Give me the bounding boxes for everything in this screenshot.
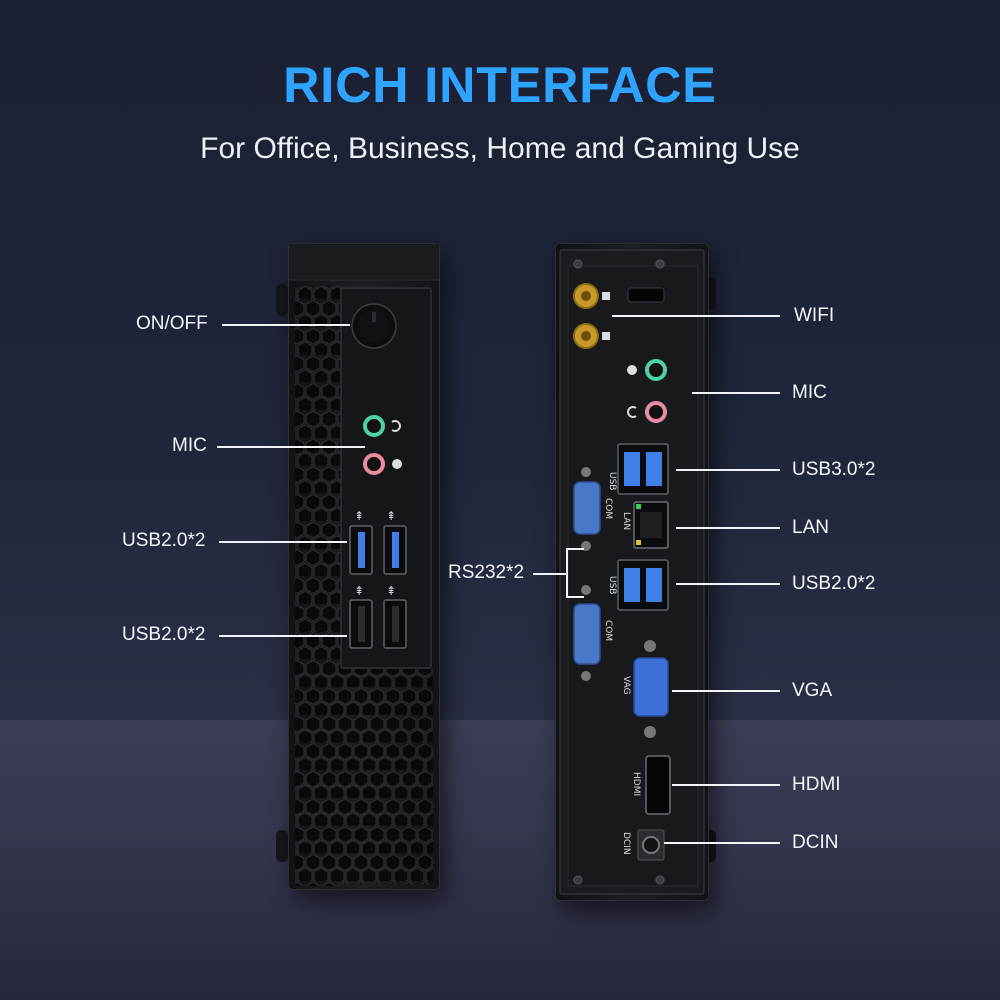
usb-print-bottom: USB [607,576,617,594]
svg-text:⇞: ⇞ [354,509,364,523]
label-front-mic: MIC [172,435,207,456]
label-on-off: ON/OFF [136,313,208,334]
usb-print-top: USB [607,472,617,490]
vga-print: VAG [621,676,631,695]
label-hdmi: HDMI [792,774,841,795]
lan-port-icon [633,501,669,549]
svg-text:⇞: ⇞ [386,584,396,598]
hdmi-port-icon [645,755,671,815]
label-rear-mic: MIC [792,382,827,403]
usb2-port-icon [349,599,407,649]
label-front-usb-a: USB2.0*2 [122,530,206,551]
leader-line-usb3 [676,469,780,471]
label-front-usb-b: USB2.0*2 [122,624,206,645]
dcin-print: DCIN [621,832,631,855]
label-usb3: USB3.0*2 [792,459,876,480]
leader-line-wifi [612,315,780,317]
usb2-port-icon [617,559,669,611]
com-print-1: COM [603,498,613,519]
leader-line-rear-usb2 [676,583,780,585]
svg-text:⇞: ⇞ [386,509,396,523]
leader-bracket-bottom [566,596,584,598]
front-panel-art [289,244,439,886]
usb3-port-icon [617,443,669,495]
usb3-port-icon [349,525,407,575]
leader-line-vga [672,690,780,692]
leader-line-on-off [222,324,350,326]
dc-power-jack-icon [637,829,665,861]
leader-line-dcin [664,842,780,844]
lan-print: LAN [621,512,631,530]
hdmi-print: HDMI [631,772,641,796]
label-dcin: DCIN [792,832,839,853]
serial-port-icon [573,585,601,681]
power-button-icon [351,303,397,349]
serial-port-icon [573,467,601,551]
vga-port-icon [633,640,669,738]
floor-surface [0,720,1000,1000]
label-wifi: WIFI [794,305,835,326]
headline: RICH INTERFACE [0,56,1000,114]
audio-jack-icon [627,359,667,423]
rear-ports: USB LAN COM USB COM VAG HDMI [573,283,671,861]
leader-line-rs232 [533,573,567,575]
label-vga: VGA [792,680,833,701]
label-rs232: RS232*2 [448,562,525,583]
usb-symbol-icon: ⇞ ⇞ ⇞ ⇞ [354,509,396,598]
front-device-foot [276,284,288,316]
leader-line-hdmi [672,784,780,786]
leader-line-rear-mic [692,392,780,394]
front-device-foot [276,830,288,862]
front-ports: ⇞ ⇞ ⇞ ⇞ [349,303,407,649]
svg-text:⇞: ⇞ [354,584,364,598]
subheadline: For Office, Business, Home and Gaming Us… [200,132,800,165]
lock-slot-icon [627,287,665,303]
leader-line-front-usb-b [219,635,347,637]
leader-line-lan [676,527,780,529]
leader-bracket-rs232 [566,548,568,598]
front-device [289,244,439,889]
leader-bracket-top [566,548,584,550]
audio-jack-icon [363,415,402,475]
wifi-antenna-connector-icon [573,283,610,349]
leader-line-front-mic [217,446,365,448]
leader-line-front-usb-a [219,541,347,543]
label-lan: LAN [792,517,829,538]
label-rear-usb2: USB2.0*2 [792,573,876,594]
com-print-2: COM [603,620,613,641]
